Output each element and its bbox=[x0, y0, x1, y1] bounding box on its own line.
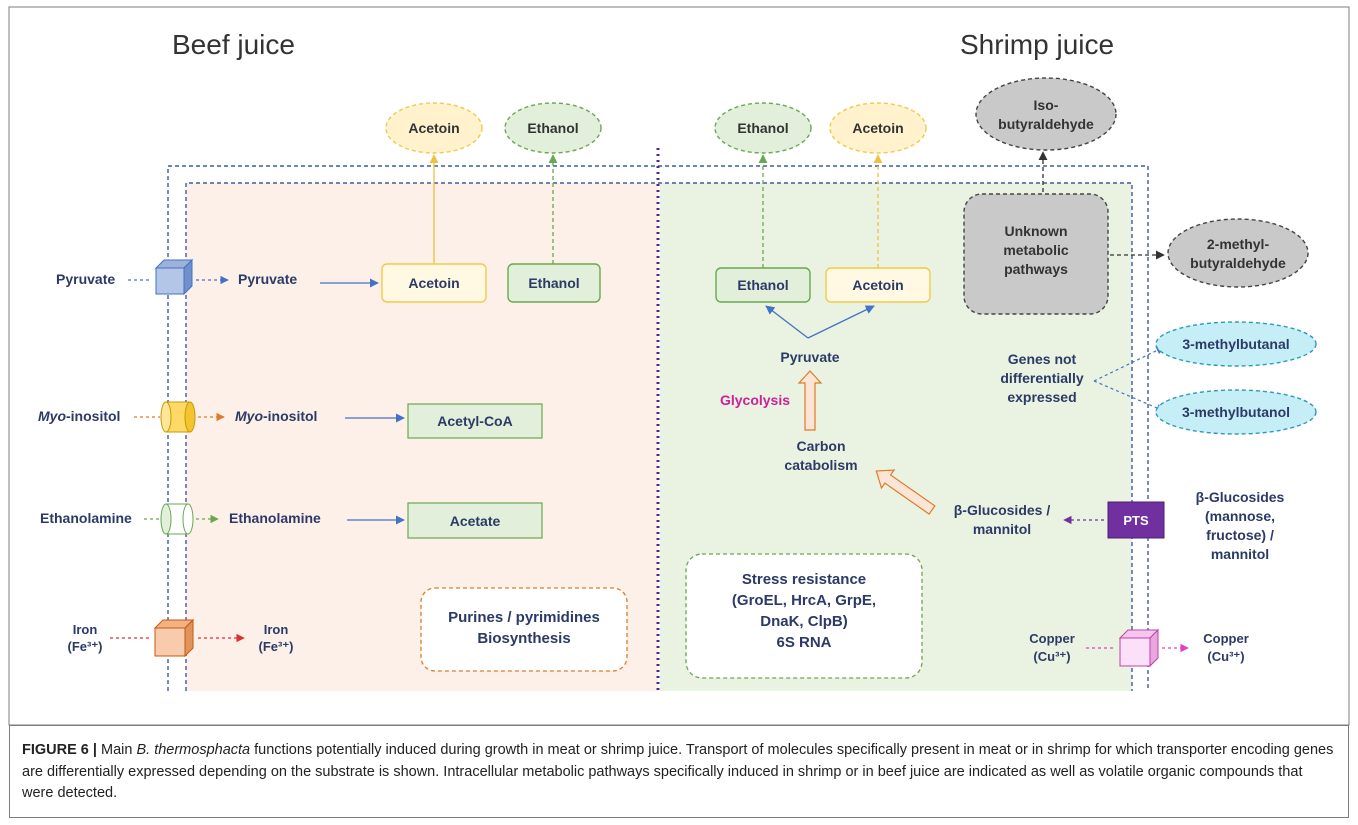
bgluc-outside-label-4: mannitol bbox=[1211, 546, 1269, 562]
pyruvate-to-acetoin-arrow-shrimp bbox=[807, 305, 875, 339]
stress-resistance-box bbox=[685, 553, 923, 679]
purines-label-2: Biosynthesis bbox=[477, 630, 570, 647]
bgluc-inside-label-2: mannitol bbox=[973, 521, 1031, 537]
glycolysis-label: Glycolysis bbox=[720, 392, 790, 408]
copper-inside-label-1: Copper bbox=[1029, 631, 1075, 646]
glycolysis-block-arrow bbox=[797, 370, 823, 431]
iron-inside-label-1: Iron bbox=[264, 622, 289, 637]
beef-myo-inside: Myo-inositol bbox=[235, 408, 317, 424]
methylbutanal-ellipse bbox=[1155, 321, 1317, 367]
genes-label-2: differentially bbox=[1000, 370, 1083, 386]
isobutyraldehyde-label-1: Iso- bbox=[1034, 97, 1059, 113]
acetate-box bbox=[407, 502, 543, 539]
pts-label: PTS bbox=[1123, 513, 1149, 528]
figure-caption: FIGURE 6 | Main B. thermosphacta functio… bbox=[9, 725, 1349, 818]
unknown-label-3: pathways bbox=[1004, 261, 1068, 277]
stress-label-2: (GroEL, HrcA, GrpE, bbox=[732, 592, 876, 609]
beef-ethanol-ellipse-label: Ethanol bbox=[527, 120, 578, 136]
beef-acetoin-box bbox=[381, 263, 487, 303]
methylbutyraldehyde-ellipse bbox=[1167, 218, 1309, 288]
beef-acetoin-box-label: Acetoin bbox=[408, 275, 459, 291]
beef-title: Beef juice bbox=[172, 29, 295, 60]
methylbutyraldehyde-label-1: 2-methyl- bbox=[1207, 236, 1270, 252]
acetylcoa-box-label: Acetyl-CoA bbox=[437, 413, 512, 429]
carbon-catabolism-2: catabolism bbox=[784, 457, 857, 473]
shrimp-ethanol-ellipse-label: Ethanol bbox=[737, 120, 788, 136]
beef-ethanolamine-inside: Ethanolamine bbox=[229, 510, 321, 526]
bgluc-outside-label-1: β-Glucosides bbox=[1196, 489, 1285, 505]
shrimp-acetoin-box bbox=[825, 267, 931, 303]
beef-acetoin-ellipse-label: Acetoin bbox=[408, 120, 459, 136]
bgluc-outside-label-2: (mannose, bbox=[1205, 508, 1275, 524]
iron-outside-label-2: (Fe³⁺) bbox=[67, 639, 102, 654]
ethanolamine-transporter-icon bbox=[160, 503, 194, 535]
iron-inside-label-2: (Fe³⁺) bbox=[258, 639, 293, 654]
caption-pre: Main bbox=[96, 742, 137, 758]
pts-transporter bbox=[1107, 501, 1165, 539]
copper-transporter-icon bbox=[1118, 628, 1160, 668]
beef-ethanol-box-label: Ethanol bbox=[528, 275, 579, 291]
copper-outside-label-2: (Cu³⁺) bbox=[1207, 649, 1244, 664]
shrimp-acetoin-box-label: Acetoin bbox=[852, 277, 903, 293]
shrimp-ethanol-ellipse bbox=[714, 102, 812, 154]
caption-text: functions potentially induced during gro… bbox=[22, 742, 1334, 801]
shrimp-acetoin-ellipse bbox=[829, 102, 927, 154]
glucosides-to-catabolism-block-arrow bbox=[875, 469, 936, 515]
bgluc-inside-label-1: β-Glucosides / bbox=[954, 502, 1051, 518]
shrimp-ethanol-box bbox=[715, 267, 811, 303]
genes-label-1: Genes not bbox=[1008, 351, 1077, 367]
beef-acetoin-ellipse bbox=[385, 102, 483, 154]
unknown-pathways-box bbox=[963, 193, 1109, 315]
carbon-catabolism-1: Carbon bbox=[797, 438, 846, 454]
beef-pyruvate-inside: Pyruvate bbox=[238, 271, 297, 287]
iron-transporter-icon bbox=[153, 618, 195, 658]
unknown-label-2: metabolic bbox=[1003, 242, 1069, 258]
myo-inositol-transporter-icon bbox=[160, 401, 196, 433]
acetylcoa-box bbox=[407, 403, 543, 439]
isobutyraldehyde-label-2: butyraldehyde bbox=[998, 116, 1094, 132]
unknown-label-1: Unknown bbox=[1005, 223, 1068, 239]
shrimp-pyruvate: Pyruvate bbox=[780, 349, 839, 365]
methylbutanal-label: 3-methylbutanal bbox=[1182, 336, 1289, 352]
acetate-box-label: Acetate bbox=[450, 513, 501, 529]
beef-ethanol-box bbox=[507, 263, 601, 303]
stress-label-4: 6S RNA bbox=[776, 634, 831, 651]
stress-label-3: DnaK, ClpB) bbox=[760, 613, 848, 630]
bgluc-outside-label-3: fructose) / bbox=[1206, 527, 1274, 543]
beef-ethanolamine-outside: Ethanolamine bbox=[40, 510, 132, 526]
genes-to-methylbutanol-arrow bbox=[1093, 380, 1165, 412]
shrimp-title: Shrimp juice bbox=[960, 29, 1114, 60]
stress-label-1: Stress resistance bbox=[742, 571, 866, 588]
copper-inside-label-2: (Cu³⁺) bbox=[1033, 649, 1070, 664]
shrimp-ethanol-box-label: Ethanol bbox=[737, 277, 788, 293]
purines-label-1: Purines / pyrimidines bbox=[448, 609, 600, 626]
isobutyraldehyde-ellipse bbox=[975, 77, 1117, 151]
genes-to-methylbutanal-arrow bbox=[1093, 346, 1165, 382]
purines-box bbox=[420, 587, 628, 672]
copper-outside-label-1: Copper bbox=[1203, 631, 1249, 646]
genes-label-3: expressed bbox=[1007, 389, 1076, 405]
methylbutanol-label: 3-methylbutanol bbox=[1182, 404, 1290, 420]
beef-pyruvate-outside: Pyruvate bbox=[56, 271, 115, 287]
caption-species: B. thermosphacta bbox=[136, 742, 251, 758]
pyruvate-transporter-icon bbox=[154, 258, 194, 296]
caption-label: FIGURE 6 | bbox=[22, 742, 97, 758]
beef-myo-outside: Myo-inositol bbox=[38, 408, 120, 424]
shrimp-acetoin-ellipse-label: Acetoin bbox=[852, 120, 903, 136]
iron-outside-label-1: Iron bbox=[73, 622, 98, 637]
methylbutanol-ellipse bbox=[1155, 389, 1317, 435]
pyruvate-to-ethanol-arrow bbox=[765, 305, 809, 339]
beef-ethanol-ellipse bbox=[504, 102, 602, 154]
methylbutyraldehyde-label-2: butyraldehyde bbox=[1190, 255, 1286, 271]
